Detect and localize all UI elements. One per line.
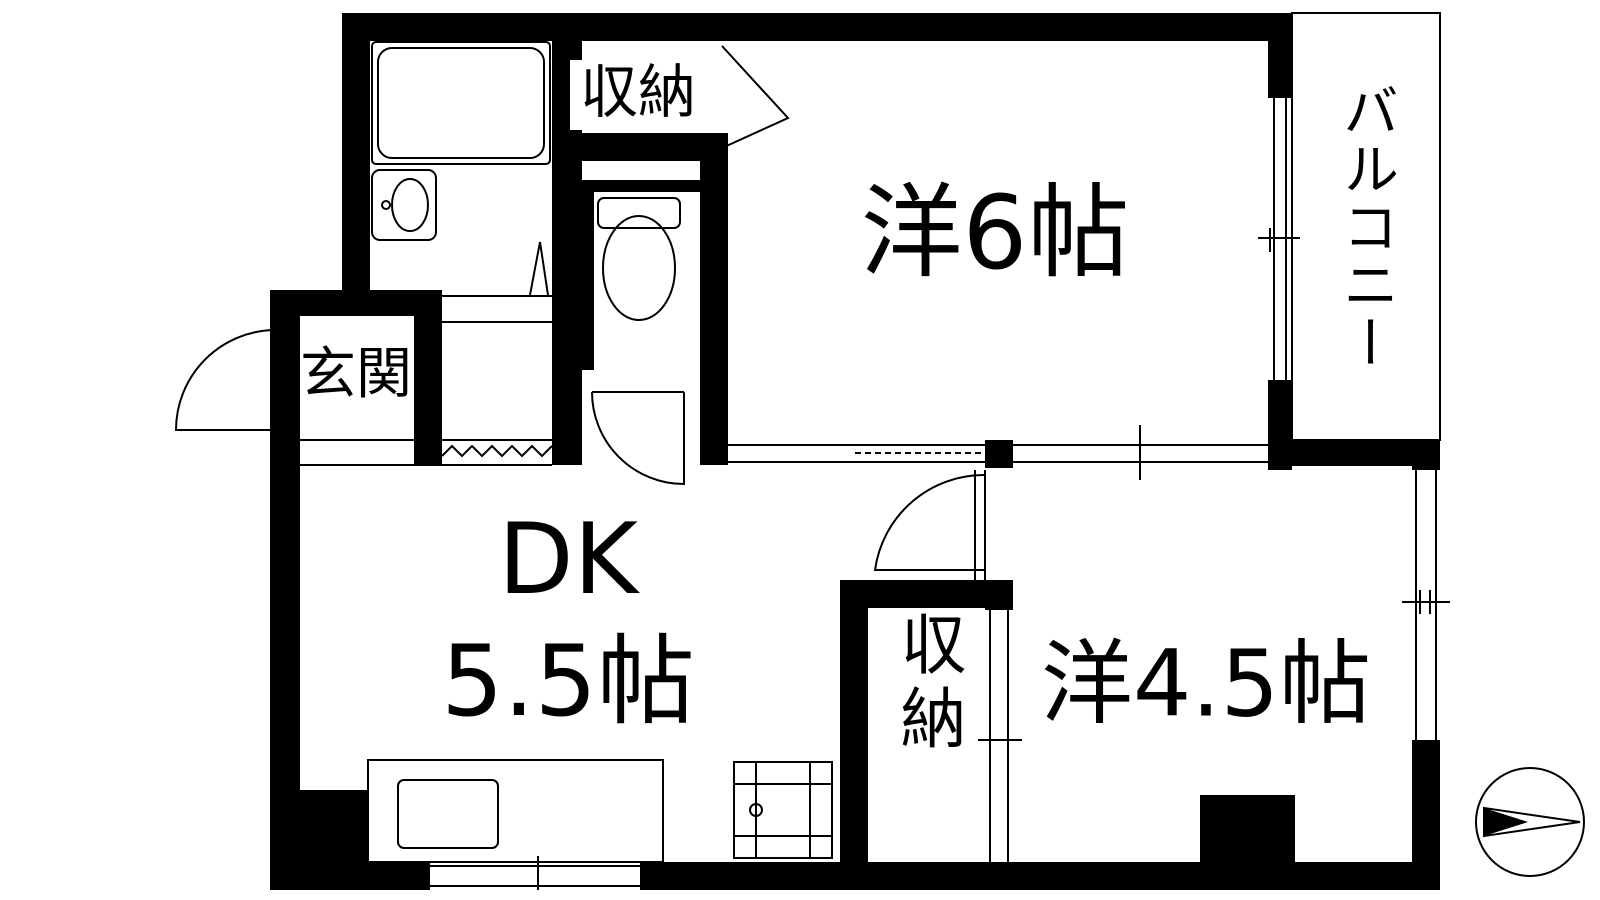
wall-6-right-top — [1268, 13, 1292, 98]
wall-left-upper — [342, 13, 370, 303]
wall-center-pillar — [985, 440, 1013, 468]
storage-mid-label: 収納 — [890, 610, 967, 758]
wall-entrance-inner — [414, 290, 442, 465]
wall-top — [342, 13, 1270, 41]
kitchen-sink-icon — [367, 759, 664, 863]
wall-toilet-inner-left — [582, 180, 594, 370]
balcony-outline — [1291, 12, 1441, 441]
storage-top-label: 収納 — [580, 58, 696, 126]
washbasin-icon — [371, 169, 437, 241]
storage-top-door — [721, 45, 790, 149]
bathtub-icon — [371, 41, 551, 165]
north-arrow-icon — [1475, 767, 1585, 877]
walls — [270, 13, 1440, 890]
wall-closet-left — [840, 580, 868, 890]
room-6-label: 洋6帖 — [861, 174, 1130, 293]
room-45-label: 洋4.5帖 — [1041, 630, 1371, 737]
stove-icon — [733, 761, 833, 859]
wall-closet-right — [985, 580, 1013, 610]
windows — [300, 12, 1450, 890]
labels: 収納 洋6帖 玄関 DK 5.5帖 洋4.5帖 収納 バルコニー — [300, 58, 1399, 758]
room45-door — [873, 473, 986, 571]
wall-pillar-45 — [1200, 795, 1295, 890]
balcony-label: バルコニー — [1334, 82, 1399, 372]
wall-toilet-top — [582, 180, 700, 192]
dk-name-label: DK — [498, 503, 640, 617]
wall-closet-top — [840, 580, 1013, 608]
entrance-label: 玄関 — [300, 342, 412, 407]
toilet-icon — [597, 197, 681, 321]
wall-right-top — [1412, 440, 1440, 470]
dk-size-label: 5.5帖 — [441, 625, 695, 739]
doors — [174, 45, 986, 580]
wall-balcony-bottom — [1268, 440, 1440, 466]
wall-bottom-right — [640, 862, 1440, 890]
entrance-door — [174, 329, 277, 431]
toilet-door — [591, 391, 685, 486]
wall-right-bottom — [1412, 740, 1440, 890]
fixtures — [367, 41, 833, 863]
wall-storage-bottom — [552, 133, 722, 161]
wall-toilet-right — [700, 133, 728, 465]
wall-corner-block — [270, 790, 368, 890]
